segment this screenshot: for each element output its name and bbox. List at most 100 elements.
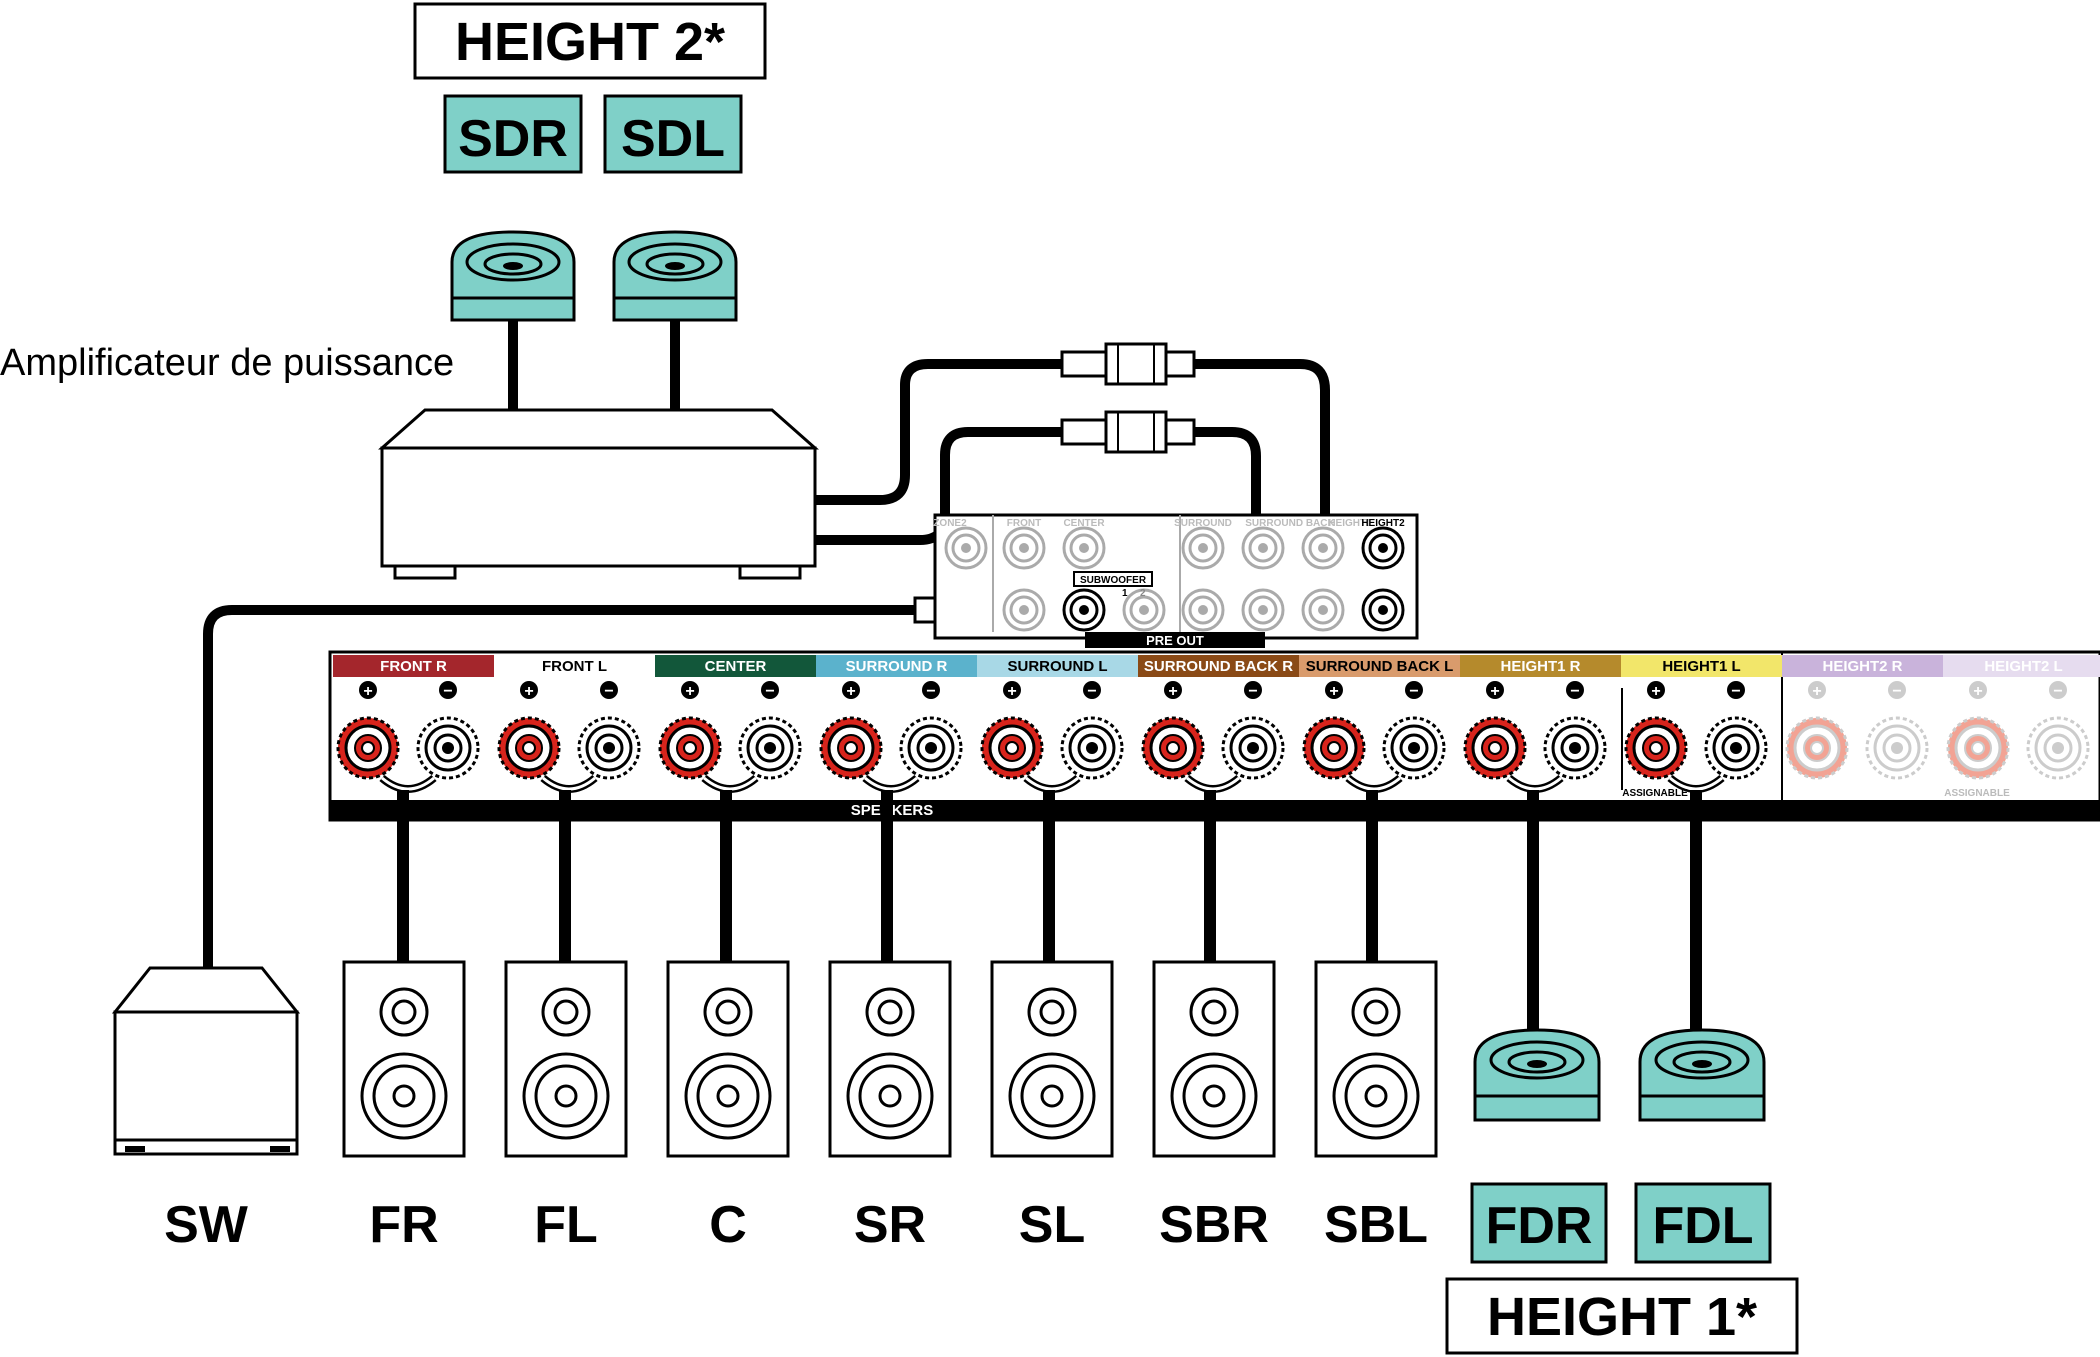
preout-label: PRE OUT (1146, 633, 1204, 648)
height1-title: HEIGHT 1* (1487, 1287, 1757, 1347)
preout-jack[interactable] (1002, 588, 1046, 632)
fdr-label: FDR (1486, 1197, 1593, 1255)
preout-jack[interactable] (1301, 588, 1345, 632)
speaker-label: C (709, 1196, 747, 1254)
height2-title: HEIGHT 2* (455, 12, 725, 72)
terminal-pair[interactable]: +− (1302, 681, 1446, 793)
svg-text:+: + (1329, 683, 1338, 700)
preout-top-label: HEIGHT2 (1361, 518, 1405, 529)
preout-top-label: ZONE2 (933, 518, 967, 529)
speaker-label: SBR (1159, 1196, 1269, 1254)
terminal-pair[interactable]: +− (819, 681, 963, 793)
height2-title-box (413, 2, 767, 80)
preout-jack[interactable] (944, 526, 988, 570)
preout-top-label: SURROUND BACK (1245, 518, 1335, 529)
svg-text:+: + (1651, 683, 1660, 700)
floor-speaker (990, 960, 1114, 1158)
terminal-pair[interactable]: +− (497, 681, 641, 793)
svg-text:−: − (1409, 683, 1418, 700)
preout-jack[interactable] (1301, 526, 1345, 570)
svg-text:−: − (604, 683, 613, 700)
svg-text:+: + (524, 683, 533, 700)
svg-text:−: − (1731, 683, 1740, 700)
channel-tab-label: SURROUND R (846, 658, 948, 675)
preout-jack[interactable] (1241, 526, 1285, 570)
channel-tab-label: HEIGHT2 L (1984, 658, 2062, 675)
floor-speaker (504, 960, 628, 1158)
svg-text:−: − (1248, 683, 1257, 700)
speaker-label: FR (369, 1196, 438, 1254)
speaker-label: FL (534, 1196, 598, 1254)
power-amp-label: Amplificateur de puissance (0, 342, 454, 384)
floor-speaker (828, 960, 952, 1158)
height1-title-box (1445, 1277, 1799, 1355)
channel-tab (816, 655, 977, 677)
fdl-label-box (1634, 1182, 1772, 1264)
preout-jack[interactable] (1181, 526, 1225, 570)
svg-text:−: − (926, 683, 935, 700)
channel-tab-label: HEIGHT1 R (1500, 658, 1580, 675)
terminal-pair[interactable]: +− (658, 681, 802, 793)
subwoofer-label: SUBWOOFER (1080, 575, 1147, 586)
preout-jack[interactable] (1062, 588, 1106, 632)
preout-jack[interactable] (1361, 526, 1405, 570)
floor-speaker (666, 960, 790, 1158)
svg-text:+: + (685, 683, 694, 700)
svg-text:+: + (1812, 683, 1821, 700)
preout-top-label: FRONT (1007, 518, 1041, 529)
svg-text:−: − (765, 683, 774, 700)
subwoofer (111, 966, 301, 1156)
preout-top-label: SURROUND (1174, 518, 1232, 529)
svg-text:+: + (1973, 683, 1982, 700)
channel-tab (494, 655, 655, 677)
speaker-label: SBL (1324, 1196, 1428, 1254)
svg-text:−: − (1892, 683, 1901, 700)
preout-top-label: HEIGHT1 (1328, 518, 1372, 529)
channel-tab (1299, 655, 1460, 677)
channel-tab-label: SURROUND L (1008, 658, 1108, 675)
preout-jack[interactable] (1181, 588, 1225, 632)
preout-jack[interactable] (1122, 588, 1166, 632)
sub-number-2: 2 (1140, 588, 1146, 599)
channel-tab-label: SURROUND BACK L (1306, 658, 1454, 675)
preout-jack[interactable] (1241, 588, 1285, 632)
preout-jack[interactable] (1361, 588, 1405, 632)
speaker-fdl (1638, 1028, 1766, 1122)
speaker-label: SW (164, 1196, 249, 1254)
assignable-label-2: ASSIGNABLE (1944, 788, 2010, 799)
terminal-pair[interactable]: +− (336, 681, 480, 793)
svg-text:+: + (1490, 683, 1499, 700)
power-amplifier (378, 408, 819, 580)
preout-jack[interactable] (1002, 526, 1046, 570)
terminal-pair[interactable]: +− (1463, 681, 1607, 793)
channel-tab (655, 655, 816, 677)
terminal-pair[interactable]: +− (1946, 681, 2090, 780)
channel-tab (1782, 655, 1943, 677)
speaker-fdr (1473, 1028, 1601, 1122)
terminal-pair[interactable]: +− (1141, 681, 1285, 793)
floor-speaker (342, 960, 466, 1158)
floor-speaker (1152, 960, 1276, 1158)
terminal-pair[interactable]: +− (1785, 681, 1929, 780)
fdl-label: FDL (1652, 1197, 1753, 1255)
channel-tab (1621, 655, 1782, 677)
speaker-label: SL (1019, 1196, 1085, 1254)
channel-tab (977, 655, 1138, 677)
terminal-pair[interactable]: +− (1624, 681, 1768, 793)
channel-tab (333, 655, 494, 677)
svg-text:−: − (2053, 683, 2062, 700)
svg-text:−: − (443, 683, 452, 700)
speaker-sdl (612, 230, 738, 410)
preout-jack[interactable] (1062, 526, 1106, 570)
channel-tab-label: CENTER (705, 658, 767, 675)
svg-text:+: + (1007, 683, 1016, 700)
floor-speaker (1314, 960, 1438, 1158)
channel-tab (1460, 655, 1621, 677)
svg-text:+: + (846, 683, 855, 700)
sub-number-1: 1 (1122, 588, 1128, 599)
terminal-pair[interactable]: +− (980, 681, 1124, 793)
svg-text:−: − (1087, 683, 1096, 700)
